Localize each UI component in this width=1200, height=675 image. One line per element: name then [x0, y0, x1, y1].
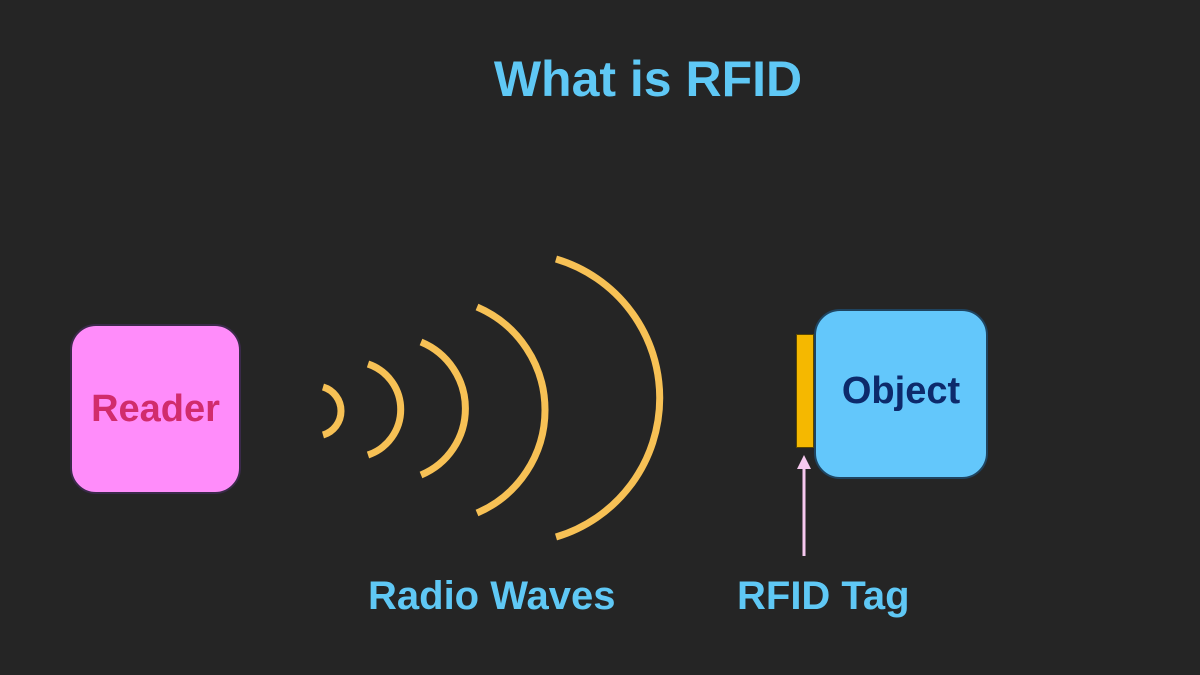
wave-arc-2 [366, 360, 405, 459]
arrow-up-icon [797, 455, 811, 556]
wave-arc-3 [419, 338, 469, 479]
rfid-tag [796, 334, 814, 448]
wave-arc-4 [475, 303, 549, 517]
radio-waves-label: Radio Waves [368, 574, 616, 618]
rfid-tag-label: RFID Tag [737, 574, 910, 618]
object-label: Object [841, 369, 961, 412]
reader-label: Reader [91, 387, 220, 430]
wave-arc-5 [554, 255, 664, 541]
page-title: What is RFID [493, 51, 803, 107]
object-box: Object [814, 309, 988, 479]
wave-arc-1 [321, 383, 345, 439]
reader-box: Reader [70, 324, 241, 494]
